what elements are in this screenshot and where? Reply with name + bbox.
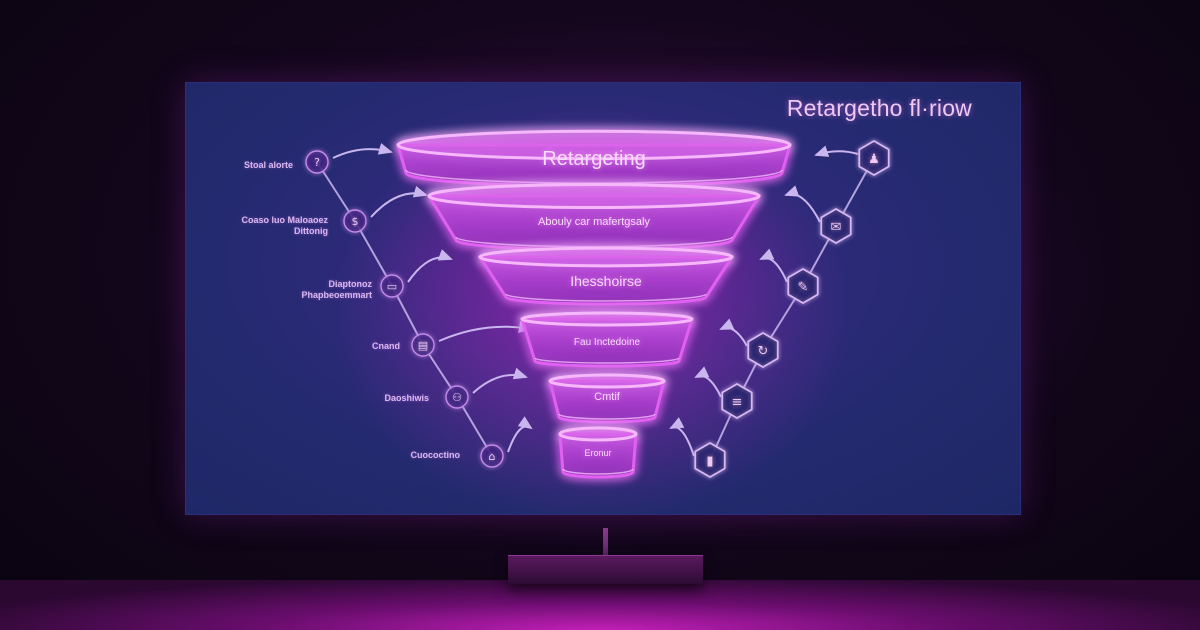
- funnel-tier-6: [558, 426, 638, 479]
- node-circle: [411, 333, 435, 357]
- tier-body: [477, 255, 735, 306]
- tier-label-5: Cmtif: [594, 391, 620, 403]
- floor: [0, 580, 1200, 630]
- funnel-tier-4: [519, 311, 695, 368]
- node-hexagon: [747, 331, 779, 369]
- tier-inner-rim: [534, 357, 680, 364]
- node-hexagon: [787, 267, 819, 305]
- left-arrow-5: [472, 367, 528, 394]
- right-arrow-6: [669, 417, 695, 457]
- stand-stem: [603, 528, 608, 558]
- right-node-icons: ♟ ✉ ✎ ↻ ≡ ▮: [694, 139, 890, 479]
- node-circle: [380, 274, 404, 298]
- node-glyph: ?: [314, 156, 320, 169]
- left-arrow-6: [507, 416, 533, 453]
- node-hexagon: [858, 139, 890, 177]
- tier-body: [519, 317, 695, 368]
- right-arrow-1: [814, 145, 859, 157]
- left-arrow-1: [332, 143, 393, 159]
- tier-inner-rim: [505, 293, 707, 302]
- left-arrow-3: [407, 249, 453, 283]
- left-label-4: Cnand: [372, 341, 400, 351]
- left-chain-line: [354, 220, 393, 287]
- bar-chart-icon: ▮: [694, 441, 726, 479]
- node-glyph: ✉: [831, 220, 842, 235]
- node-hexagon: [694, 441, 726, 479]
- stand-base: [508, 555, 703, 584]
- node-glyph: ▮: [706, 454, 713, 469]
- users-icon: ⚇: [445, 385, 469, 409]
- user-profile-icon: ♟: [858, 139, 890, 177]
- node-glyph: ✎: [798, 280, 809, 295]
- flow-diagram: ? $ ▭ ▤ ⚇ ⌂ ♟ ✉ ✎ ↻ ≡ ▮: [305, 103, 890, 514]
- node-glyph: ▤: [418, 339, 428, 352]
- node-circle: [445, 385, 469, 409]
- left-label-3: Diaptonoz Phapbeoemmart: [301, 279, 372, 301]
- left-label-5: Daoshiwis: [384, 393, 429, 403]
- pen-icon: ✎: [787, 267, 819, 305]
- tier-rim: [548, 373, 666, 389]
- left-arrow-2: [370, 185, 428, 218]
- tier-inner-rim: [562, 468, 634, 475]
- node-hexagon: [820, 207, 852, 245]
- node-glyph: ↻: [758, 344, 769, 359]
- tier-rim: [396, 129, 792, 161]
- laptop-icon: ▭: [380, 274, 404, 298]
- node-glyph: ≡: [732, 395, 743, 410]
- node-circle: [343, 209, 367, 233]
- tier-label-4: Fau Inctedoine: [573, 337, 641, 348]
- right-arrow-2: [784, 185, 821, 223]
- dollar-icon: $: [343, 209, 367, 233]
- left-label-2: Coaso luo Maloaoez Dittonig: [241, 215, 328, 237]
- node-hexagon: [721, 382, 753, 420]
- right-arrow-3: [759, 248, 788, 283]
- tier-label-1: Retargeting: [542, 148, 646, 170]
- browser-window-icon: ▤: [411, 333, 435, 357]
- node-circle: [305, 150, 329, 174]
- node-glyph: ♟: [868, 152, 880, 167]
- left-node-icons: ? $ ▭ ▤ ⚇ ⌂: [305, 150, 504, 468]
- tier-rim: [427, 182, 761, 210]
- tier-body: [548, 379, 666, 424]
- node-glyph: ⌂: [489, 450, 496, 463]
- tier-rim: [520, 311, 694, 327]
- funnel-tiers: [396, 129, 792, 479]
- right-arrow-5: [694, 366, 722, 398]
- tier-rim: [478, 246, 734, 268]
- left-label-2-text: Coaso luo Maloaoez Dittonig: [241, 215, 328, 236]
- tier-label-6: Eronur: [584, 448, 612, 458]
- email-icon: ✉: [820, 207, 852, 245]
- list-icon: ≡: [721, 382, 753, 420]
- left-label-3-text: Diaptonoz Phapbeoemmart: [301, 279, 372, 300]
- tier-inner-rim: [558, 413, 656, 420]
- right-arrow-4: [719, 318, 748, 347]
- tier-rim: [558, 426, 638, 442]
- node-glyph: $: [352, 215, 359, 228]
- store-icon: ⌂: [480, 444, 504, 468]
- node-circle: [480, 444, 504, 468]
- funnel-tier-5: [548, 373, 666, 424]
- left-label-1: Stoal alorte: [243, 160, 293, 170]
- display-screen: ? $ ▭ ▤ ⚇ ⌂ ♟ ✉ ✎ ↻ ≡ ▮ Retargetho fl·riow Retarge…: [186, 83, 1020, 514]
- left-label-6: Cuococtino: [410, 450, 461, 460]
- left-arrow-4: [438, 321, 533, 342]
- tier-inner-rim: [455, 236, 733, 248]
- tier-label-3: Ihesshoirse: [570, 273, 642, 289]
- funnel-tier-3: [477, 246, 735, 306]
- node-glyph: ▭: [387, 280, 397, 293]
- chat-icon: ?: [305, 150, 329, 174]
- node-glyph: ⚇: [452, 391, 462, 404]
- tier-label-2: Abouly car mafertgsaly: [538, 216, 650, 228]
- funnel-tier-2: [426, 182, 762, 252]
- tier-body: [558, 432, 638, 479]
- refresh-icon: ↻: [747, 331, 779, 369]
- diagram-title: Retargetho fl·riow: [786, 95, 972, 121]
